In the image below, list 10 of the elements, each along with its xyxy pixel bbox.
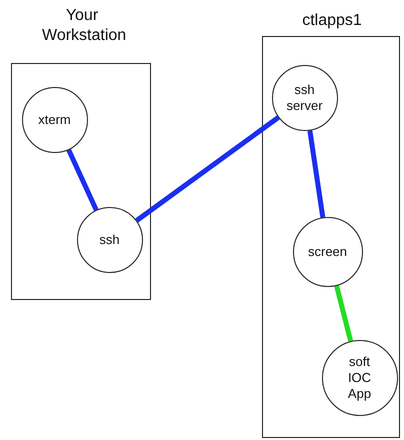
node-label: ssh [99,232,120,248]
connector-line [307,130,326,218]
group-heading: ctlapps1 [301,11,363,31]
node-label: ssh server [285,82,324,114]
node-label: xterm [38,112,71,128]
connector-line [135,115,280,223]
node-label: screen [308,244,348,260]
node-label: soft IOC App [346,354,372,402]
connector-line [334,285,354,342]
connector-line [66,148,99,212]
